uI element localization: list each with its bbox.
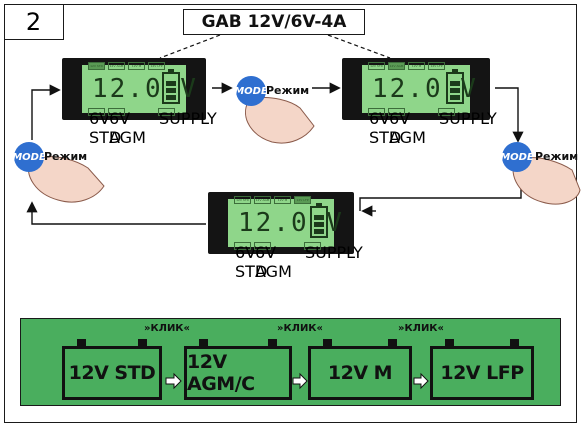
step-frame [4,4,577,423]
lcd-tag: 12V M [128,62,145,70]
lcd-tag: 12V AGM [388,62,405,70]
lcd-tag: 12V STD [368,62,385,70]
mode-button-icon: MODE [234,76,268,106]
lcd-display-3: 12V STD 12V AGM 12V M 12V LFP 12.0 V 6V … [208,192,363,281]
lcd-tag: 12V LFP [148,62,165,70]
mode-battery-label: 12V LFP [440,362,524,384]
mode-label: Режим [266,84,310,97]
mode-label: Режим [44,150,88,163]
lcd-tag: 12V LFP [294,196,311,204]
arrow-right-icon [165,372,182,390]
lcd-tag: 12V LFP [428,62,445,70]
battery-level-icon [162,69,180,104]
mode-label: Режим [535,150,579,163]
model-title: GAB 12V/6V-4A [183,9,365,35]
lcd-tag: 12V M [408,62,425,70]
lcd-tag: 12V STD [88,62,105,70]
mode-battery-label: 12V STD [68,362,156,384]
finger-icon [28,156,105,203]
arrow-right-icon [292,372,308,390]
mode-button-icon: MODE [500,142,534,172]
click-label: »КЛИК« [277,323,323,334]
battery-level-icon [446,69,464,104]
mode-battery-12v-std: 12V STD [62,339,162,400]
lcd-tag: 12V M [274,196,291,204]
lcd-mode-tags: 12V STD 12V AGM 12V M 12V LFP [234,196,311,204]
mode-battery-12v-agm-c: 12V AGM/C [184,339,292,400]
lcd-reading: 12.0 V [238,208,344,238]
lcd-tag: 12V AGM [108,62,125,70]
mode-battery-label: 12V AGM/C [187,351,255,395]
lcd-tag: 12V STD [234,196,251,204]
lcd-mode-tags: 12V STD 12V AGM 12V M 12V LFP [88,62,165,70]
arrow-right-icon [413,372,429,390]
mode-battery-label: 12V M [327,362,393,384]
mode-button-icon: MODE [12,142,46,172]
click-label: »КЛИК« [144,323,190,334]
lcd-tag: 12V AGM [254,196,271,204]
finger-icon [245,97,315,144]
battery-level-icon [310,203,328,238]
click-label: »КЛИК« [398,323,444,334]
mode-battery-12v-lfp: 12V LFP [430,339,534,400]
finger-icon [512,157,581,205]
mode-battery-12v-m: 12V M [308,339,412,400]
lcd-mode-tags: 12V STD 12V AGM 12V M 12V LFP [368,62,445,70]
step-number: 2 [4,4,64,40]
